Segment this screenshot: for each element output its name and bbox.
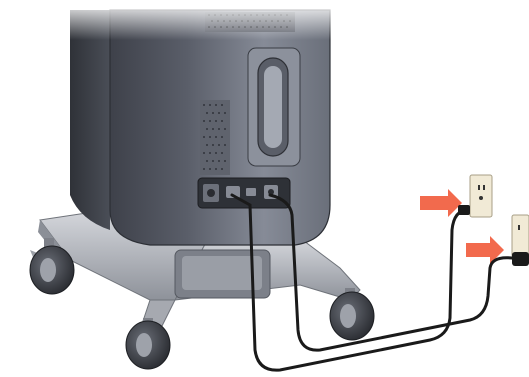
- caster-wheel-front: [126, 318, 170, 369]
- wall-outlet-2: [512, 215, 529, 257]
- power-plug-2: [512, 252, 529, 266]
- vent-grille-side: [200, 100, 230, 175]
- handle-recess: [248, 48, 300, 166]
- connector-panel: [198, 178, 290, 208]
- power-plug-1: [458, 205, 470, 215]
- wall-outlet-1: [470, 175, 492, 217]
- pointer-arrow-1: [420, 189, 462, 217]
- device-body: [60, 0, 340, 245]
